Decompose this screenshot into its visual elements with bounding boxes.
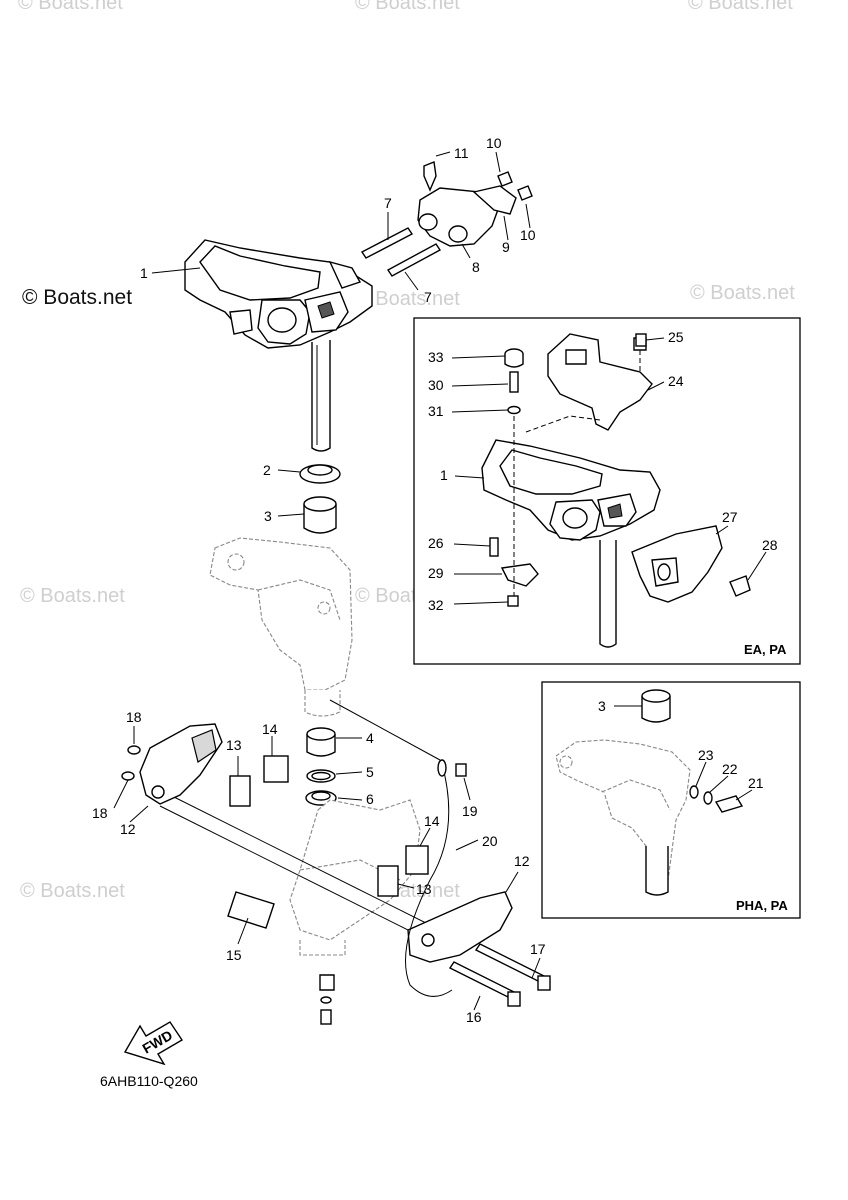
steering-shaft — [311, 340, 331, 452]
rubber-blocks — [229, 755, 429, 897]
callout: 10 — [520, 227, 536, 243]
bracket-bolts — [448, 943, 551, 1007]
callout: 13 — [226, 737, 242, 753]
watermark: © Boats.net — [20, 880, 125, 902]
watermark: © Boats.net — [690, 282, 795, 304]
callout: 5 — [366, 764, 374, 780]
callout: 3 — [264, 508, 272, 524]
callout: 18 — [126, 709, 142, 725]
callout: 21 — [748, 775, 764, 791]
callout: 23 — [698, 747, 714, 763]
callout: 11 — [454, 145, 469, 161]
callouts-main: 1 2 3 4 5 6 7 7 8 9 10 10 11 12 12 13 13… — [92, 135, 546, 1025]
through-tube — [159, 789, 441, 947]
callout: 7 — [424, 289, 432, 305]
callout: 32 — [428, 597, 444, 613]
callout: 9 — [502, 239, 510, 255]
fwd-arrow: FWD — [123, 1021, 183, 1066]
inset-label: EA, PA — [744, 642, 787, 657]
watermark: © Boats.net — [688, 0, 793, 14]
diagram-code: 6AHB110-Q260 — [100, 1073, 198, 1089]
steering-bracket — [184, 239, 373, 349]
bottom-bolt — [319, 974, 335, 1025]
bushing — [299, 464, 341, 484]
swivel-bracket-outline — [209, 537, 353, 717]
thrust-bracket-right — [407, 891, 513, 963]
callout: 31 — [428, 403, 444, 419]
callout: 30 — [428, 377, 444, 393]
callout: 14 — [424, 813, 440, 829]
callout: 24 — [668, 373, 684, 389]
callout: 16 — [466, 1009, 482, 1025]
watermark: © Boats.net — [18, 0, 123, 14]
trim-plate — [227, 891, 275, 929]
callout: 25 — [668, 329, 684, 345]
callout: 13 — [416, 881, 432, 897]
bushing-set — [305, 727, 337, 806]
callout: 1 — [440, 467, 448, 483]
callout: 22 — [722, 761, 738, 777]
watermark-main: © Boats.net — [22, 286, 133, 309]
callout: 12 — [120, 821, 136, 837]
tiller-mount-bracket — [417, 161, 533, 247]
thrust-bracket-left — [139, 723, 223, 805]
inset-ea-pa: 33 30 31 1 26 29 32 25 24 27 28 EA, PA — [413, 317, 801, 665]
callout: 15 — [226, 947, 242, 963]
callout: 12 — [514, 853, 530, 869]
callout: 6 — [366, 791, 374, 807]
callout: 20 — [482, 833, 498, 849]
callout: 26 — [428, 535, 444, 551]
callout: 33 — [428, 349, 444, 365]
callout: 18 — [92, 805, 108, 821]
washers — [121, 745, 141, 781]
ground-wire — [329, 699, 467, 997]
callout: 2 — [263, 462, 271, 478]
watermark: © Boats.net — [20, 585, 125, 607]
callout: 4 — [366, 730, 374, 746]
clamp-bracket-outline — [289, 799, 421, 956]
watermark: © Boats.net — [355, 288, 460, 310]
callout: 28 — [762, 537, 778, 553]
callout: 10 — [486, 135, 502, 151]
callout: 8 — [472, 259, 480, 275]
callout: 19 — [462, 803, 478, 819]
callout: 17 — [530, 941, 546, 957]
stud-bolts — [360, 227, 442, 277]
callout: 27 — [722, 509, 738, 525]
watermark: © Boats.net — [355, 0, 460, 14]
callout: 29 — [428, 565, 444, 581]
inset-label: PHA, PA — [736, 898, 788, 913]
callout: 1 — [140, 265, 148, 281]
callout: 7 — [384, 195, 392, 211]
sleeve-bushing — [303, 496, 337, 534]
leader-lines — [113, 151, 541, 1011]
callout: 14 — [262, 721, 278, 737]
callout: 3 — [598, 698, 606, 714]
inset-pha-pa: 3 23 22 21 PHA, PA — [541, 681, 801, 919]
